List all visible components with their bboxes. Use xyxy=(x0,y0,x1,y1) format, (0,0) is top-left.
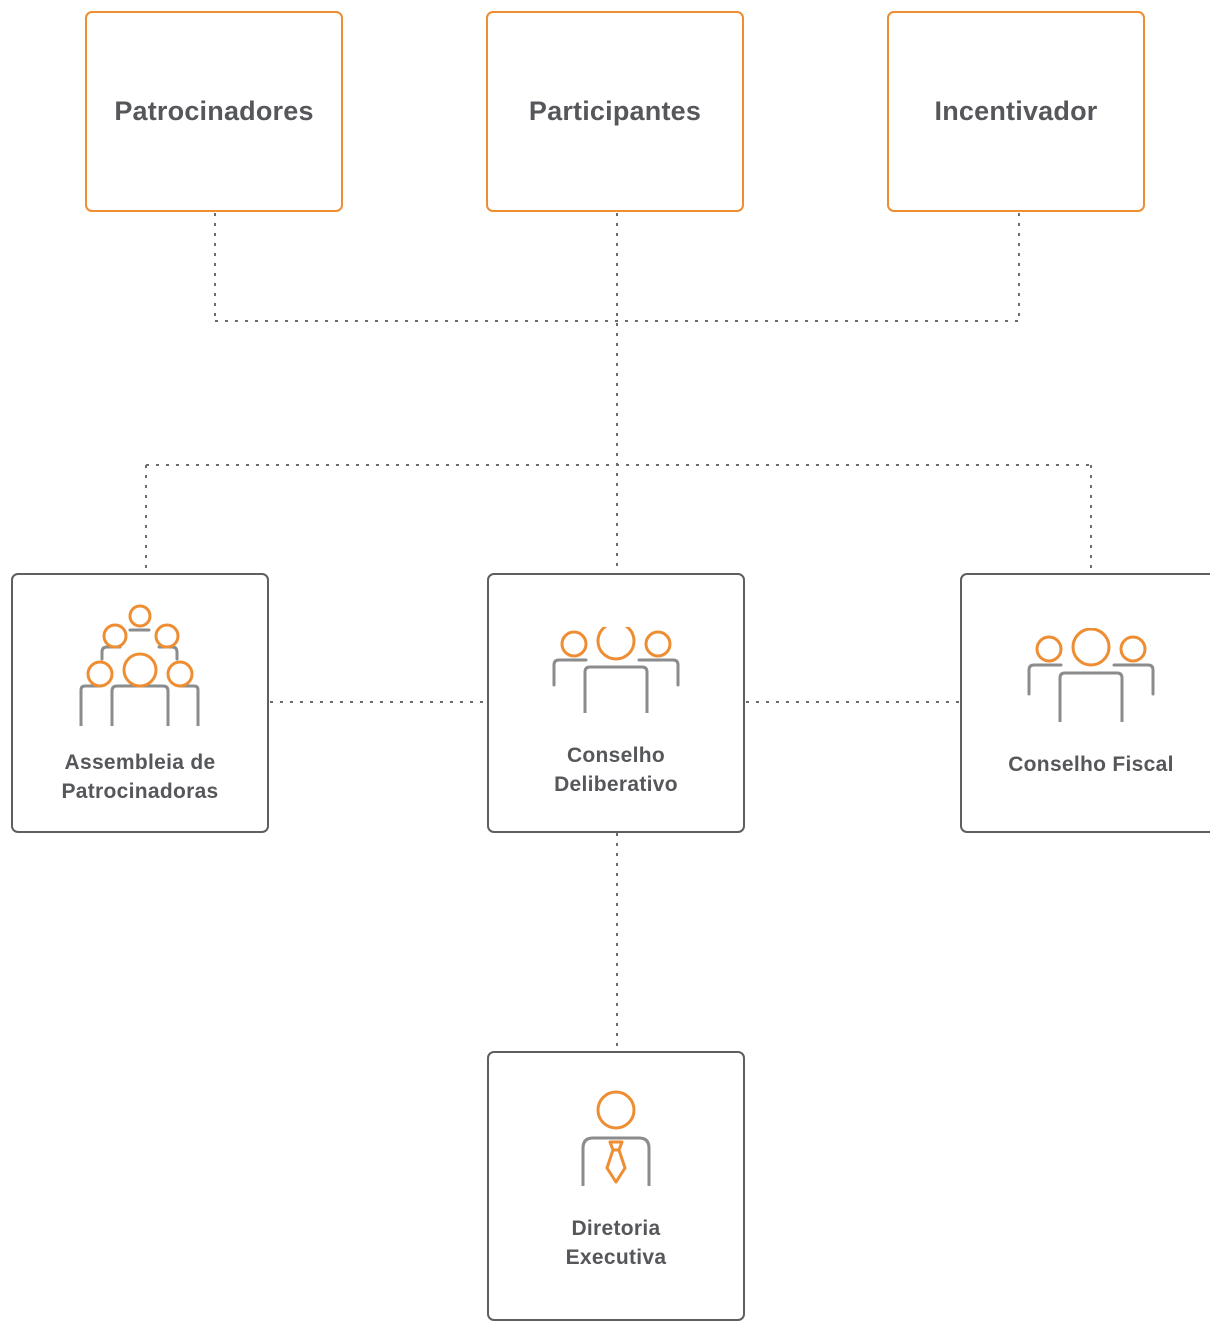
diretoria-box: Diretoria Executiva xyxy=(487,1051,745,1321)
participantes-box: Participantes xyxy=(486,11,744,212)
incentivador-label: Incentivador xyxy=(934,96,1098,126)
fiscal-label: Conselho Fiscal xyxy=(1008,752,1174,776)
diretoria-label: Diretoria Executiva xyxy=(565,1217,667,1269)
patrocinadores-box: Patrocinadores xyxy=(85,11,343,212)
deliberativo-box: Conselho Deliberativo xyxy=(487,573,745,833)
group-of-six-people-icon xyxy=(79,604,200,726)
group-of-three-people-icon xyxy=(552,627,680,713)
incentivador-box: Incentivador xyxy=(887,11,1145,212)
group-of-three-people-icon xyxy=(1027,627,1155,722)
fiscal-box: Conselho Fiscal xyxy=(960,573,1210,833)
deliberativo-label: Conselho Deliberativo xyxy=(554,744,678,796)
executive-person-icon xyxy=(581,1090,651,1186)
assembleia-box: Assembleia de Patrocinadoras xyxy=(11,573,269,833)
assembleia-label: Assembleia de Patrocinadoras xyxy=(61,751,219,803)
participantes-label: Participantes xyxy=(528,96,702,126)
patrocinadores-label: Patrocinadores xyxy=(114,96,314,126)
